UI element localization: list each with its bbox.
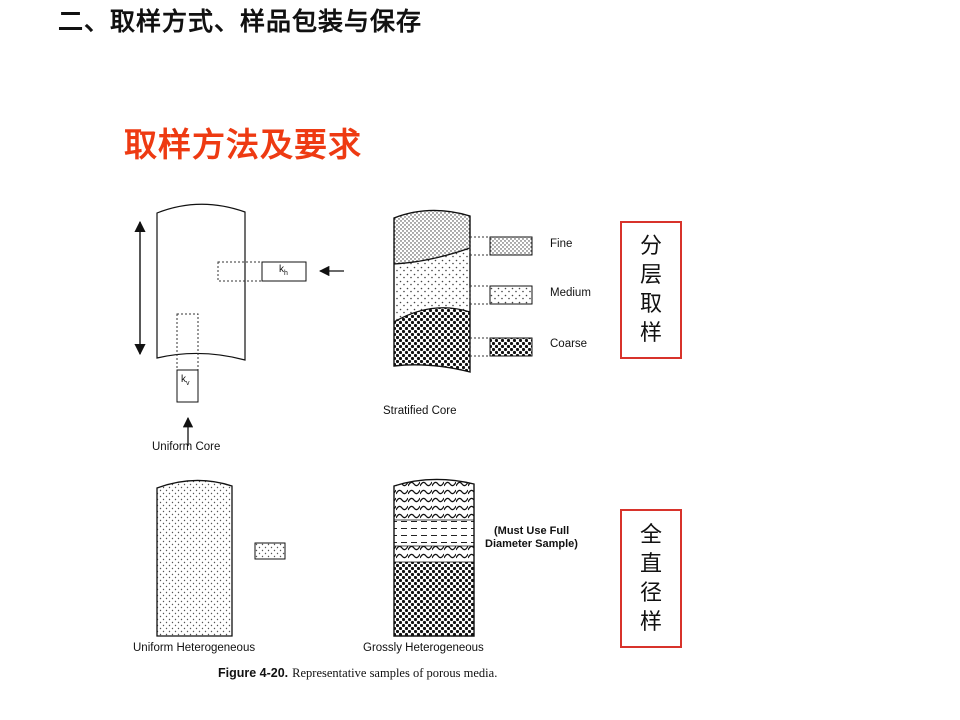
callout-char: 径: [639, 580, 662, 606]
callout-char: 取: [639, 292, 662, 317]
uniform-heterogeneous-figure: [156, 479, 286, 637]
caption-text: Representative samples of porous media.: [292, 666, 498, 680]
stratified-core-figure: [393, 209, 533, 373]
callout-char: 样: [639, 321, 662, 346]
fine-layer-label: Fine: [550, 238, 573, 250]
slide-heading: 二、取样方式、样品包装与保存: [58, 7, 423, 36]
caption-figure-number: Figure 4-20.: [218, 666, 289, 680]
callout-char: 样: [639, 609, 662, 635]
callout-char: 直: [639, 551, 662, 577]
figure-caption: Figure 4-20.Representative samples of po…: [218, 666, 497, 681]
callout-char: 层: [639, 263, 662, 288]
callout-char: 全: [639, 522, 662, 548]
callout-char: 分: [639, 234, 662, 259]
kh-label: kh: [279, 264, 288, 277]
full-diameter-sample-callout: 全 直 径 样: [620, 509, 682, 648]
full-diameter-note: (Must Use Full Diameter Sample): [485, 525, 578, 550]
uniform-core-figure: [134, 203, 344, 446]
coarse-layer-label: Coarse: [550, 338, 588, 350]
uniform-core-label: Uniform Core: [152, 441, 221, 453]
grossly-heterogeneous-figure: [393, 478, 475, 637]
grossly-heterogeneous-label: Grossly Heterogeneous: [363, 642, 484, 654]
layered-sampling-callout: 分 层 取 样: [620, 221, 682, 359]
kv-label: kv: [181, 374, 190, 387]
uniform-heterogeneous-label: Uniform Heterogeneous: [133, 642, 256, 654]
slide-subheading: 取样方法及要求: [124, 125, 362, 164]
stratified-core-label: Stratified Core: [383, 405, 457, 417]
medium-layer-label: Medium: [550, 287, 591, 299]
